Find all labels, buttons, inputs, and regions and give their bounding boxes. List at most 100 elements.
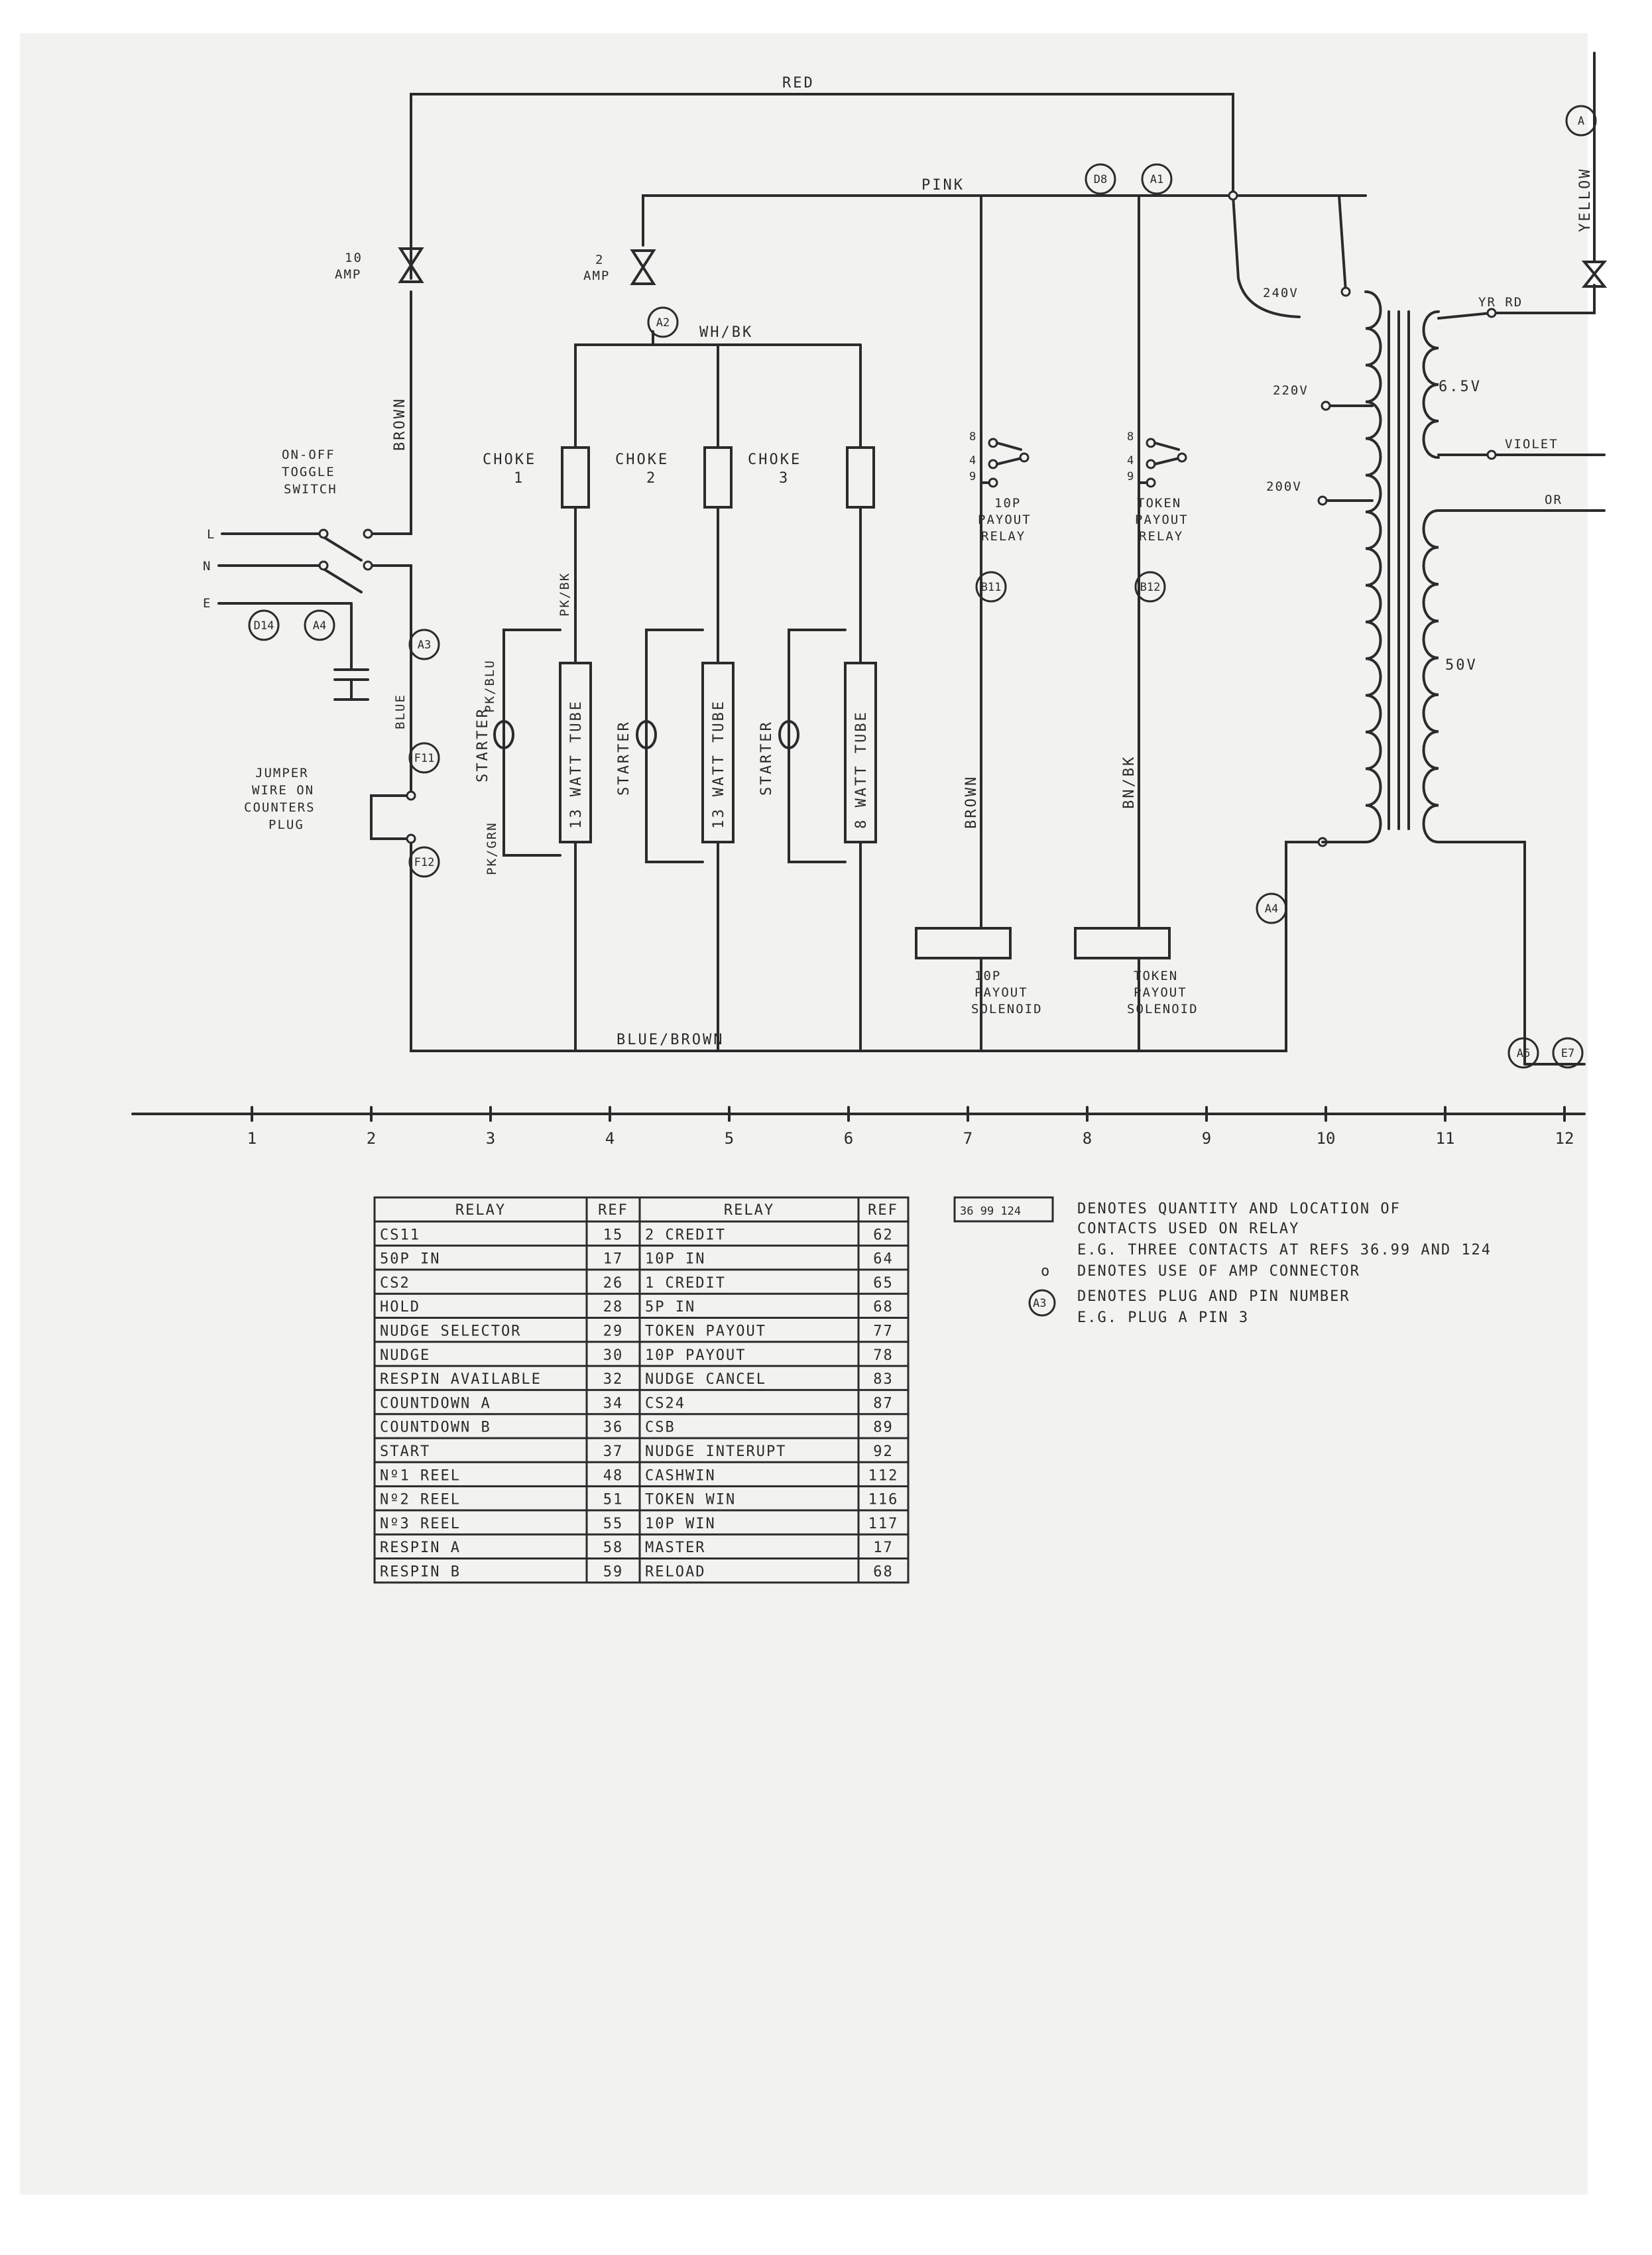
table-cell-relay: COUNTDOWN B [380,1420,491,1436]
starter-1-loop [502,629,561,857]
fuse-main-rating: 10 [345,251,363,265]
jumper-label-3: COUNTERS [244,800,316,815]
table-cell-relay: 2 CREDIT [645,1227,726,1243]
whbk-bus [574,330,654,449]
fuse-aux-unit: AMP [583,269,610,283]
table-cell-ref: 15 [603,1227,624,1243]
choke-2-label: CHOKE [615,452,669,468]
table-cell-ref: 17 [603,1251,624,1268]
table-cell-relay: MASTER [645,1540,705,1556]
table-cell-relay: COUNTDOWN A [380,1395,491,1412]
jumper-label-4: PLUG [268,818,304,832]
table-cell-relay: RESPIN AVAILABLE [380,1371,542,1388]
blue-brown-wire [410,837,1340,1052]
blue-wire [367,564,412,797]
token-solenoid-label-1: TOKEN [1134,969,1178,983]
tap-200-label: 200V [1266,479,1302,494]
payout-contact-9: 9 [969,470,976,483]
table-cell-ref: 87 [873,1395,894,1412]
table-cell-ref: 26 [603,1275,624,1292]
tube-2-label: 13 WATT TUBE [711,700,727,829]
connector-a4: A4 [304,609,335,641]
table-cell-ref: 17 [873,1540,894,1556]
legend-plug-symbol: A3 [1033,1297,1046,1310]
choke-2-body [703,446,733,509]
table-cell-ref: 34 [603,1395,624,1412]
table-cell-relay: 1 CREDIT [645,1275,726,1292]
pkgrn-wire-label: PK/GRN [485,822,499,875]
legend-contacts-line-1: DENOTES QUANTITY AND LOCATION OF [1077,1201,1401,1217]
token-solenoid-label-2: PAYOUT [1134,985,1187,1000]
choke-3-number: 3 [779,470,790,487]
blue-brown-wire-label: BLUE/BROWN [617,1032,724,1048]
bnbk-wire-label: BN/BK [1121,755,1138,809]
grid-number-8: 8 [1083,1129,1092,1148]
legend-contacts-line-3: E.G. THREE CONTACTS AT REFS 36.99 AND 12… [1077,1242,1492,1258]
junction-dot [1228,190,1238,201]
table-cell-ref: 58 [603,1540,624,1556]
toggle-switch [318,528,373,593]
mains-e-label: E [203,596,211,611]
table-cell-ref: 112 [868,1467,899,1484]
grid-number-7: 7 [963,1129,973,1148]
wires [217,52,1606,1066]
connector-a4-lower: A4 [1256,892,1287,924]
table-row: RESPIN A 58 MASTER 17 [380,1540,894,1556]
table-cell-relay: RESPIN A [380,1540,461,1556]
table-cell-relay: NUDGE CANCEL [645,1371,766,1388]
primary-feed-wire [1232,194,1301,318]
legend-amp-text: DENOTES USE OF AMP CONNECTOR [1077,1263,1360,1280]
table-header-3: REF [868,1202,898,1219]
table-cell-ref: 36 [603,1420,624,1436]
token-relay-label-1: TOKEN [1137,496,1181,511]
table-cell-relay: Nº2 REEL [380,1492,461,1508]
connector-d8-label: D8 [1094,173,1107,186]
token-contact-4: 4 [1127,454,1134,467]
connector-a4-lower-label: A4 [1265,902,1278,916]
table-cell-ref: 92 [873,1443,894,1460]
connector-f11-label: F11 [414,752,435,765]
legend: 36 99 124 DENOTES QUANTITY AND LOCATION … [953,1196,1492,1326]
connector-a2-label: A2 [656,316,670,330]
red-wire-label: RED [782,75,815,91]
secondary-50v-label: 50V [1445,657,1478,674]
connector-e7: E7 [1552,1037,1584,1069]
token-relay-contacts [1138,438,1187,488]
table-cell-ref: 48 [603,1467,624,1484]
table-cell-relay: NUDGE [380,1347,430,1364]
connector-a2: A2 [647,306,679,338]
starter-1-icon [493,720,514,749]
connector-a-label: A [1578,115,1584,128]
connector-a: A [1565,105,1597,137]
table-cell-ref: 117 [868,1516,899,1532]
grid-number-12: 12 [1555,1129,1574,1148]
payout-contact-4: 4 [969,454,976,467]
connector-d8: D8 [1085,163,1116,195]
fuse-yellow [1581,261,1608,288]
table-cell-relay: CS24 [645,1395,685,1412]
or-wire-label: OR [1545,493,1563,507]
grid-number-4: 4 [605,1129,615,1148]
table-cell-ref: 29 [603,1323,624,1340]
table-cell-ref: 32 [603,1371,624,1388]
table-cell-ref: 83 [873,1371,894,1388]
mains-n-label: N [203,559,211,574]
connector-b11: B11 [975,571,1007,603]
tube-3-label: 8 WATT TUBE [853,710,870,829]
legend-plug-icon [1028,1289,1056,1317]
connector-a1-label: A1 [1150,173,1163,186]
payout-solenoid-label-3: SOLENOID [971,1002,1043,1016]
table-cell-ref: 68 [873,1564,894,1581]
secondary-winding-upper [1422,310,1440,459]
table-cell-ref: 77 [873,1323,894,1340]
table-cell-relay: 10P WIN [645,1516,716,1532]
fuse-aux [630,249,656,285]
